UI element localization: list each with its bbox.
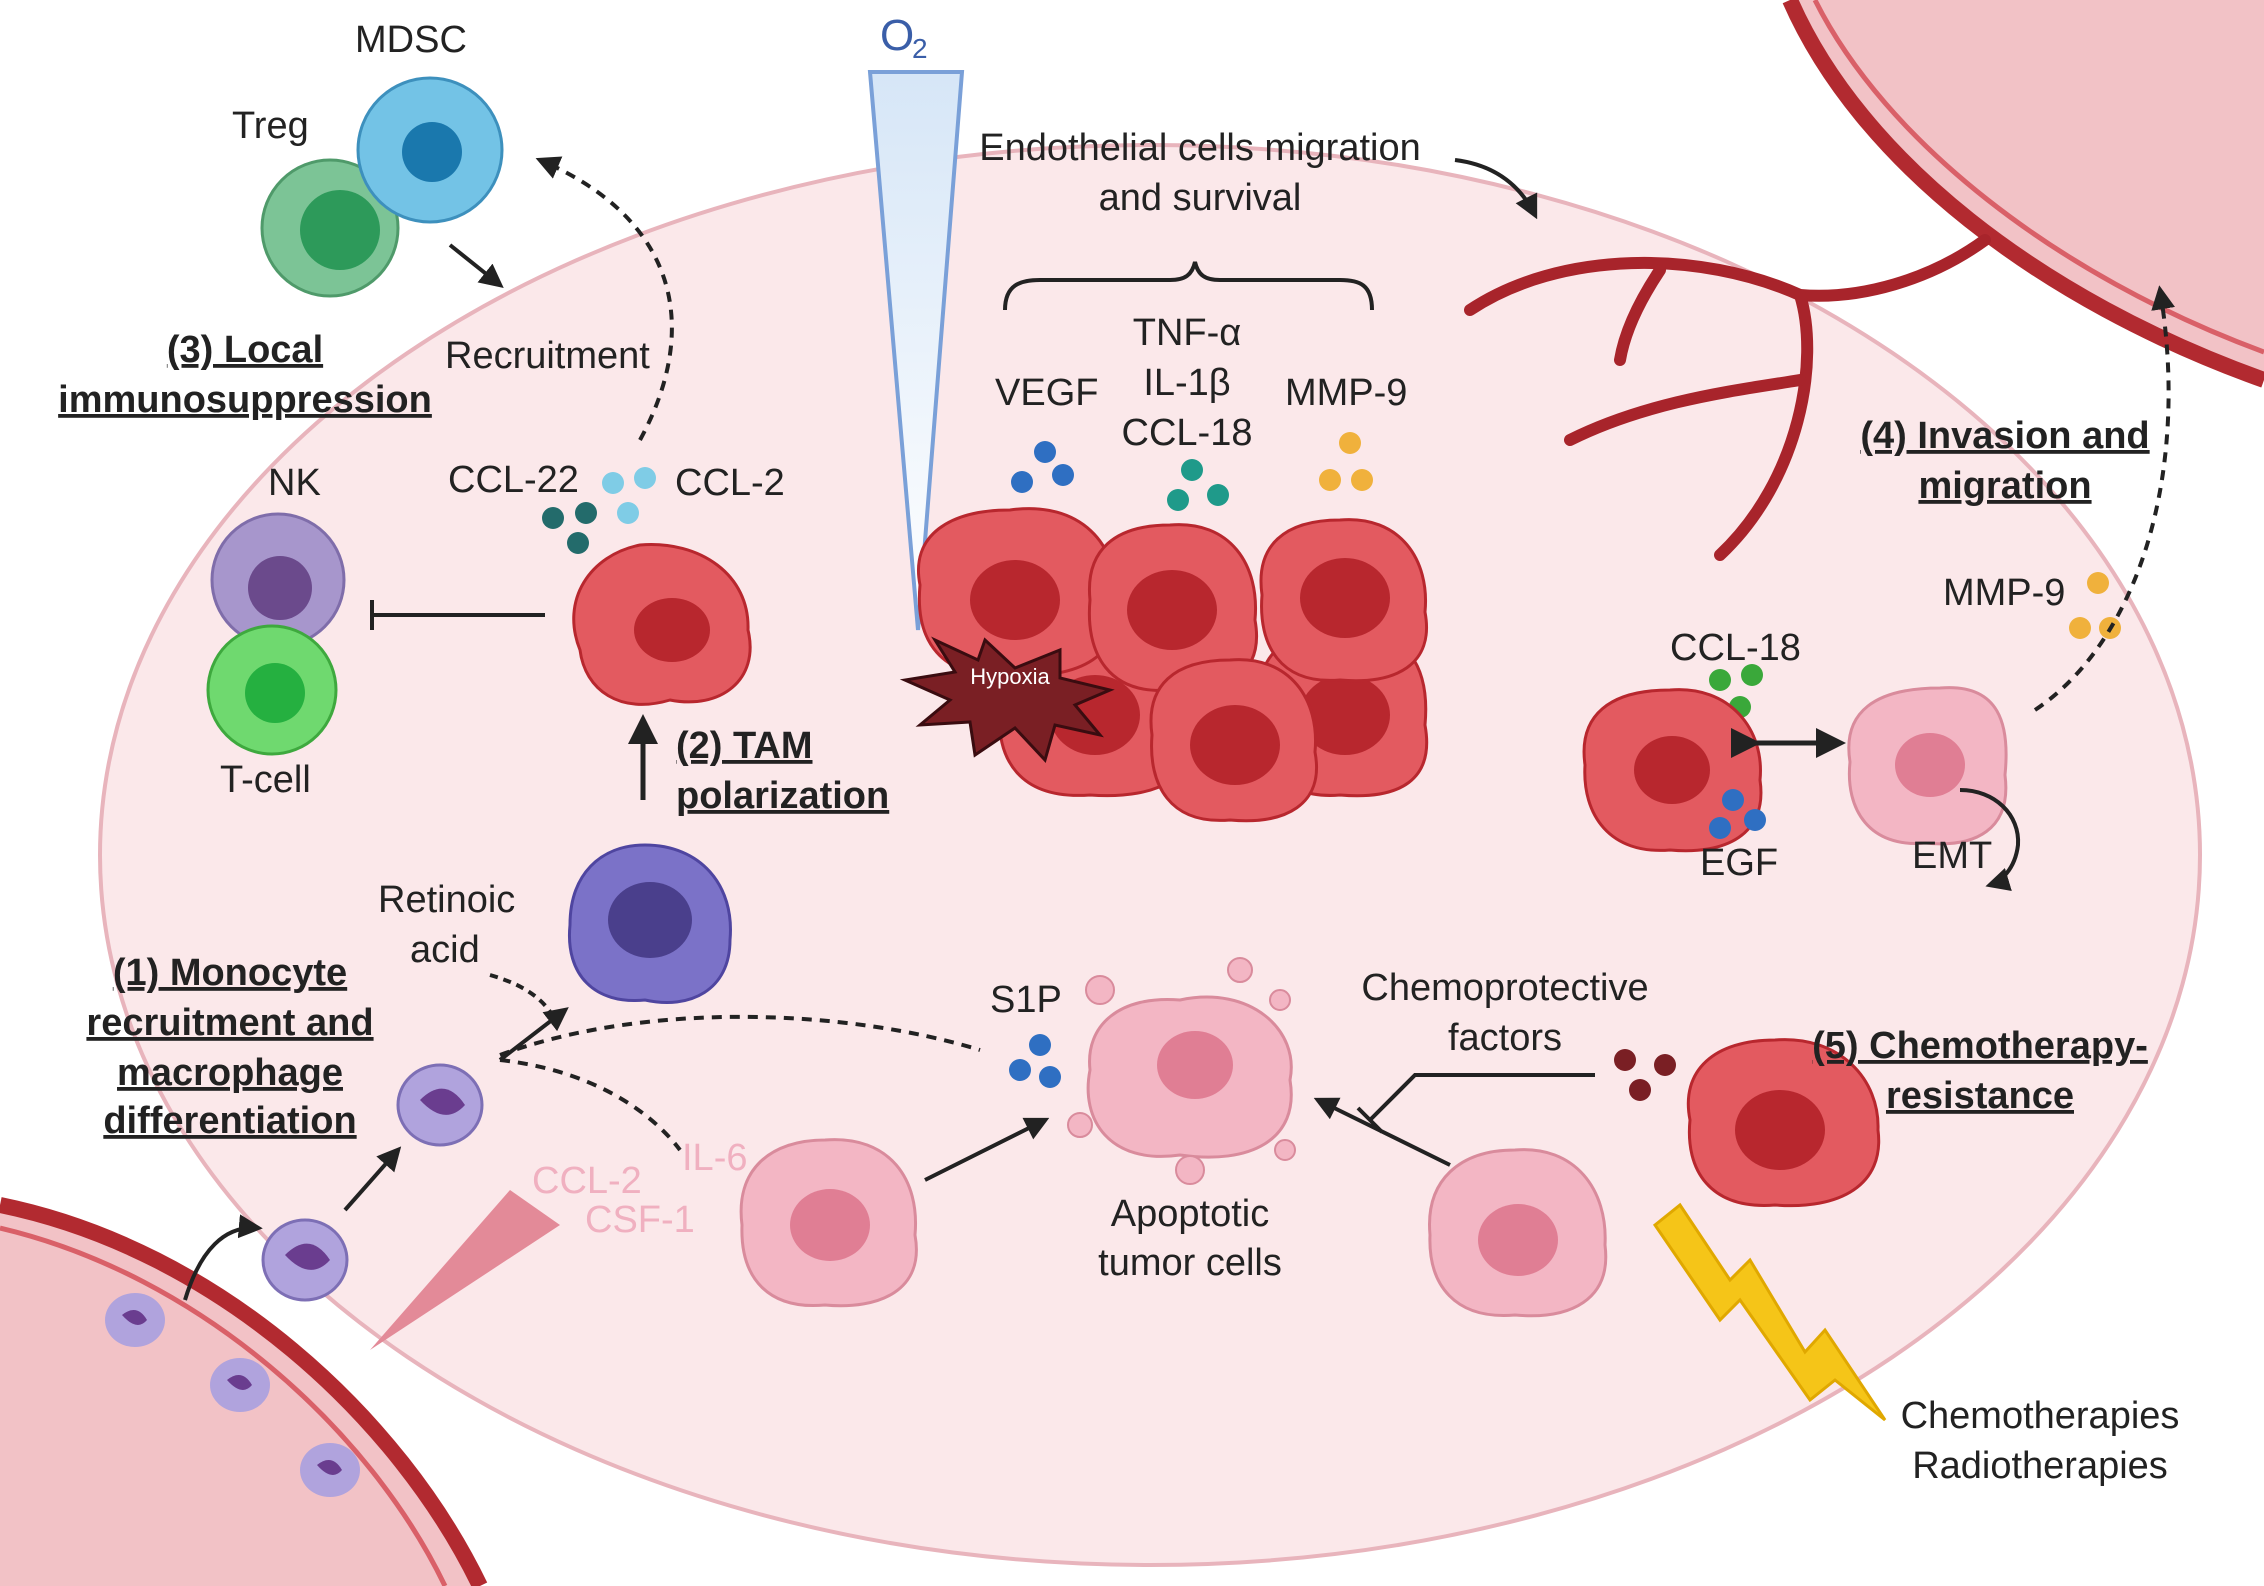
extravasation-arrow [183, 1214, 263, 1301]
tumor-cluster [917, 507, 1429, 823]
chemoprotective-inhibition [1368, 1073, 1595, 1122]
migration-arrow [343, 1146, 402, 1212]
chemoprotective-label: Chemoprotective [1361, 967, 1648, 1009]
tnfa-label: TNF-α [1133, 312, 1242, 354]
heading-step4: (4) Invasion and [1860, 415, 2149, 457]
retinoic-label: acid [410, 929, 480, 971]
resistant-to-apoptotic-arrow [1313, 1097, 1451, 1167]
chemoprotective-dots [1614, 1049, 1676, 1101]
o2-subscript: 2 [912, 33, 928, 64]
heading-step1: differentiation [103, 1100, 356, 1142]
endothelial-label: and survival [1099, 177, 1302, 219]
apoptotic-label: Apoptotic [1111, 1193, 1269, 1235]
heading-step5: resistance [1886, 1075, 2074, 1117]
endothelial-label: Endothelial cells migration [979, 127, 1420, 169]
heading-step4: migration [1918, 465, 2091, 507]
apoptotic-label: tumor cells [1098, 1242, 1282, 1284]
s1p-label: S1P [990, 979, 1062, 1021]
egf-label: EGF [1700, 842, 1778, 884]
mmp9-top-label: MMP-9 [1285, 372, 1407, 414]
treg-label: Treg [232, 105, 309, 147]
ccl2-top-label: CCL-2 [675, 462, 785, 504]
ccl22-dots [542, 502, 597, 554]
mdsc-label: MDSC [355, 19, 467, 61]
chemotherapies-label: Chemotherapies [1901, 1395, 2180, 1437]
oxygen-gradient [867, 70, 965, 631]
nk-label: NK [268, 462, 321, 504]
mmp9-right-dots [2069, 572, 2121, 639]
heading-step5: (5) Chemotherapy- [1812, 1025, 2148, 1067]
ccl18-right-label: CCL-18 [1670, 627, 1801, 669]
recruitment-label: Recruitment [445, 335, 650, 377]
vegf-dots [1011, 441, 1074, 493]
tumor-microenvironment [98, 143, 2202, 1567]
t-cell-label: T-cell [220, 759, 311, 801]
chemokine-gradient [370, 1190, 560, 1350]
monocyte-to-il6-dashed [499, 1058, 682, 1152]
ccl18-top-dots [1167, 459, 1229, 511]
il6-label: IL-6 [682, 1137, 747, 1179]
recruitment-arrow [448, 243, 504, 288]
heading-step2: polarization [676, 775, 889, 817]
chemoprotective-label: factors [1448, 1017, 1562, 1059]
hypoxia-burst [899, 636, 1115, 763]
blood-vessel-left [0, 1197, 488, 1586]
ccl2-dots [602, 467, 656, 524]
capillary [1464, 234, 1991, 561]
invasion-dashed-arrow [2033, 285, 2175, 712]
tam-to-mdsc-dashed-arrow [535, 156, 674, 441]
heading-step1: macrophage [117, 1052, 343, 1094]
apoptotic-tumor-cell [1067, 957, 1296, 1185]
retinoic-label: Retinoic [378, 879, 515, 921]
pale-to-apoptotic-arrow [924, 1117, 1050, 1182]
radiotherapies-label: Radiotherapies [1912, 1445, 2168, 1487]
o2-label: O [880, 11, 914, 60]
heading-step1: (1) Monocyte [113, 952, 347, 994]
factor-brace [1003, 261, 1374, 311]
vegf-label: VEGF [995, 372, 1098, 414]
ccl2-bottom-label: CCL-2 [532, 1160, 642, 1202]
ccl18-top-label: CCL-18 [1122, 412, 1253, 454]
heading-step2: (2) TAM [676, 725, 813, 767]
s1p-dots [1009, 1034, 1061, 1088]
heading-step3: immunosuppression [58, 379, 432, 421]
emt-cycle-arrow [1959, 788, 2021, 891]
lightning-icon [1652, 1202, 1887, 1422]
ccl22-label: CCL-22 [448, 459, 579, 501]
csf1-label: CSF-1 [585, 1199, 695, 1241]
heading-step3: (3) Local [167, 329, 323, 371]
il1b-label: IL-1β [1143, 362, 1230, 404]
emt-label: EMT [1912, 835, 1992, 877]
mmp9-top-dots [1319, 432, 1373, 491]
mmp9-right-label: MMP-9 [1943, 572, 2065, 614]
hypoxia-label: Hypoxia [970, 664, 1050, 689]
egf-dots [1709, 789, 1766, 839]
endothelial-arrow [1454, 158, 1538, 220]
heading-step1: recruitment and [86, 1002, 373, 1044]
differentiation-arrow [498, 1007, 569, 1062]
blood-vessel-right [1782, 0, 2264, 388]
